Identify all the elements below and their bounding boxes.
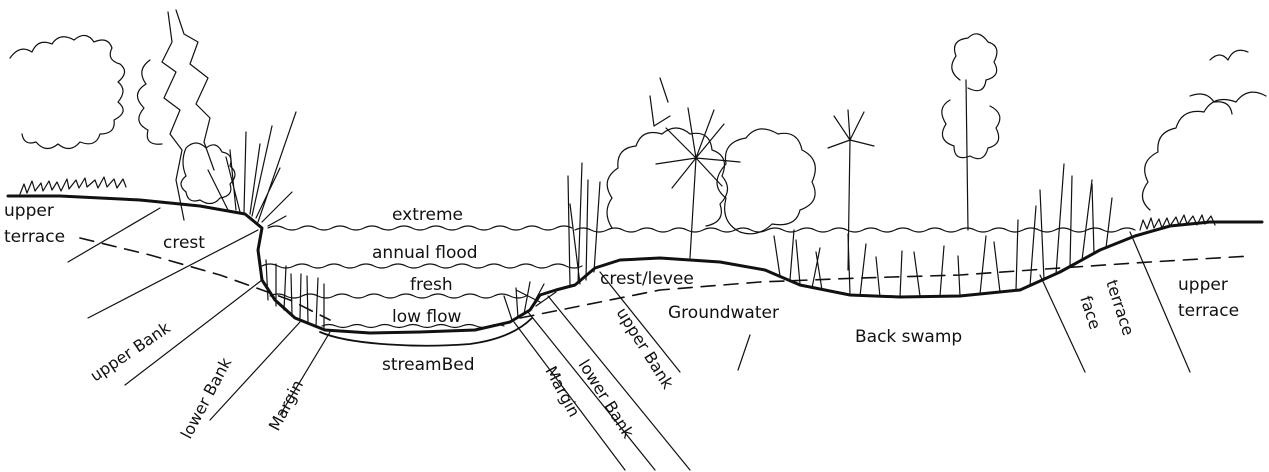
label-low-flow: low flow bbox=[392, 307, 462, 327]
label-lower-bank-right: lower Bank bbox=[575, 356, 639, 442]
labels: upper terrace crest extreme annual flood… bbox=[4, 201, 1239, 442]
fresh-water-line bbox=[270, 294, 526, 298]
label-margin-left: Margin bbox=[265, 377, 307, 434]
label-crest-levee: crest/levee bbox=[600, 269, 694, 289]
label-upper-terrace-right-1: upper bbox=[1178, 275, 1228, 295]
tree-center-bush bbox=[607, 128, 728, 228]
tree-right-foliage bbox=[1142, 50, 1266, 210]
annual-flood-water-line bbox=[262, 264, 582, 268]
label-back-swamp: Back swamp bbox=[855, 327, 962, 347]
label-upper-terrace-left-1: upper bbox=[4, 201, 54, 221]
label-terrace-face-1: terrace bbox=[1102, 277, 1138, 337]
ground-grass-left bbox=[20, 177, 126, 194]
tree-center-palm bbox=[650, 78, 740, 258]
label-upper-terrace-left-2: terrace bbox=[4, 227, 65, 247]
tree-center-small-palm bbox=[828, 110, 874, 270]
tree-center-round bbox=[717, 129, 815, 234]
extreme-water-line-right bbox=[575, 228, 1135, 232]
label-upper-terrace-right-2: terrace bbox=[1178, 301, 1239, 321]
label-extreme: extreme bbox=[392, 205, 463, 225]
label-margin-right: Margin bbox=[541, 363, 583, 420]
label-crest: crest bbox=[163, 233, 205, 253]
tree-center-tall bbox=[942, 34, 1000, 230]
label-streambed: streamBed bbox=[382, 355, 475, 375]
label-lower-bank-left: lower Bank bbox=[177, 354, 236, 442]
label-upper-bank-left: upper Bank bbox=[87, 318, 175, 386]
groundwater-line bbox=[80, 238, 330, 320]
label-annual-flood: annual flood bbox=[372, 243, 478, 263]
extreme-water-line bbox=[268, 226, 572, 230]
label-groundwater: Groundwater bbox=[668, 303, 779, 323]
label-fresh: fresh bbox=[410, 275, 453, 295]
tree-left-tall bbox=[137, 10, 214, 220]
tree-left-foliage bbox=[10, 35, 125, 148]
label-terrace-face-2: face bbox=[1076, 293, 1105, 331]
